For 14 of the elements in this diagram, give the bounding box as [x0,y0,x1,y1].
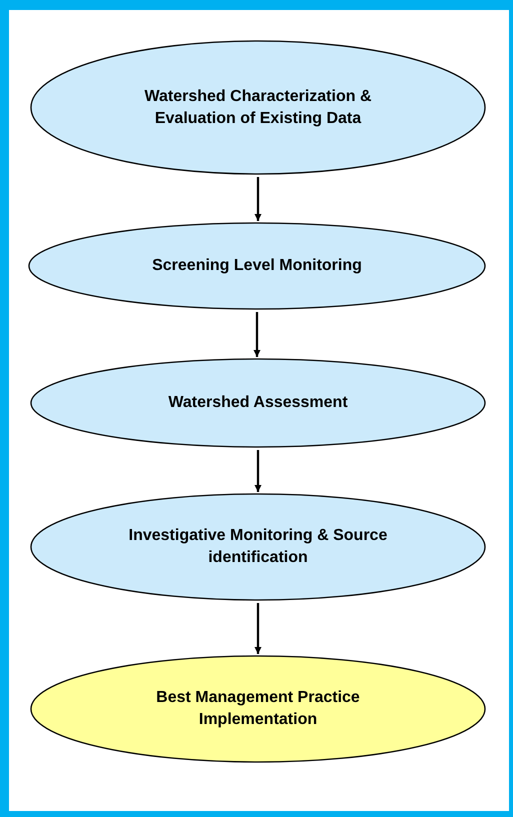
step-label: Screening Level Monitoring [151,256,363,276]
process-ellipse [28,222,486,310]
step-label: Investigative Monitoring & Source identification [128,526,388,568]
arrow [254,312,260,357]
process-ellipse [30,358,486,448]
process-ellipse [30,655,486,763]
process-ellipse [30,40,486,175]
arrow [254,603,262,654]
arrow [254,450,262,492]
step-label: Watershed Characterization & Evaluation of Existing Data [143,86,372,128]
process-ellipse [30,493,486,601]
arrow [254,177,262,221]
step-label: Best Management Practice Implementation [155,688,361,730]
step-label: Watershed Assessment [167,393,349,413]
